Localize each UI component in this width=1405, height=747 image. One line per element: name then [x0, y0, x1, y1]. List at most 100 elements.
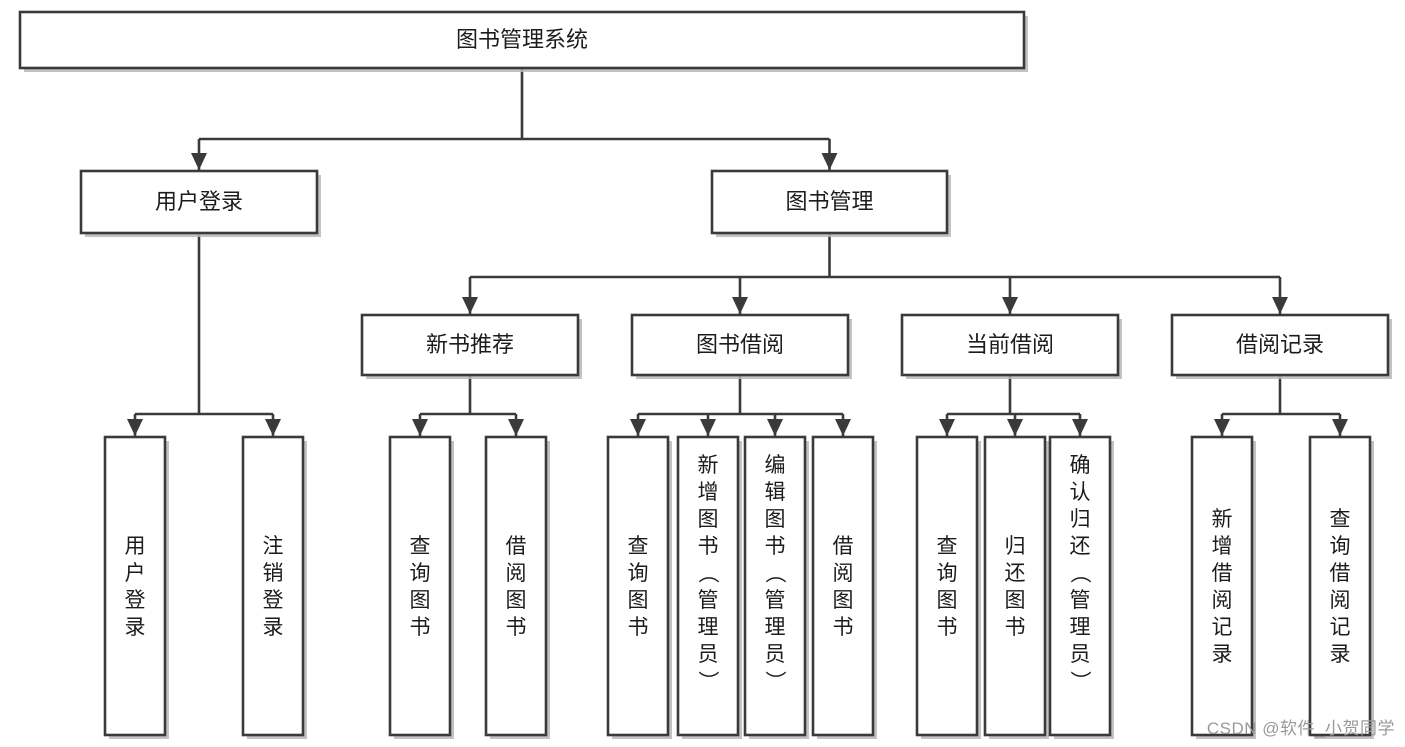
- node-label-char: 辑: [765, 481, 786, 504]
- node-label-char: 阅: [833, 562, 854, 585]
- box-outline: [900, 313, 1120, 377]
- node-label-char: 阅: [1212, 589, 1233, 612]
- node-label-char: 管: [1070, 589, 1091, 612]
- arrow-head-icon: [821, 153, 838, 170]
- box-outline: [1190, 435, 1254, 737]
- node-book-borrow[interactable]: 图书借阅: [630, 313, 852, 379]
- arrow-head-icon: [1272, 297, 1288, 314]
- box-outline: [811, 435, 875, 737]
- node-label-char: 户: [125, 562, 146, 585]
- node-label: 当前借阅: [966, 332, 1054, 357]
- edge-group-new-book-rec: [412, 375, 524, 436]
- arrow-head-icon: [1332, 419, 1348, 436]
- box-outline: [18, 10, 1026, 70]
- node-label-char: 图: [410, 589, 431, 612]
- box-outline: [1308, 435, 1372, 737]
- node-label-char: 查: [937, 535, 958, 558]
- node-label-char: 借: [506, 535, 527, 558]
- node-label-char: 理: [698, 616, 719, 639]
- watermark-text: CSDN @软件_小贺同学: [1206, 719, 1395, 738]
- node-label: 图书借阅: [696, 332, 784, 357]
- node-label-char: 书: [1005, 616, 1026, 639]
- node-label-char: 书: [506, 616, 527, 639]
- node-label-char: 录: [1212, 643, 1233, 666]
- node-label-char: 记: [1330, 616, 1351, 639]
- edge-group-borrow-record: [1214, 375, 1348, 436]
- arrow-head-icon: [1002, 297, 1018, 314]
- node-label-char: 理: [1070, 616, 1091, 639]
- node-label-char: 新: [1212, 508, 1233, 531]
- node-label-char: 还: [1005, 562, 1026, 585]
- edge-group-root: [191, 68, 838, 170]
- edge-group-current-borrow: [939, 375, 1088, 436]
- node-label-char: 书: [937, 616, 958, 639]
- arrow-head-icon: [767, 419, 783, 436]
- node-book-manage[interactable]: 图书管理: [710, 169, 951, 237]
- arrow-head-icon: [508, 419, 524, 436]
- edge-layer: [127, 68, 1348, 436]
- box-outline: [1048, 435, 1112, 737]
- node-leaf-user-login[interactable]: 用户登录: [103, 435, 169, 739]
- node-label-char: 图: [506, 589, 527, 612]
- node-label-char: 录: [1330, 643, 1351, 666]
- node-label-char: 归: [1070, 508, 1091, 531]
- node-label: 用户登录: [155, 189, 243, 214]
- node-new-book-rec[interactable]: 新书推荐: [360, 313, 582, 379]
- node-label-char: 书: [628, 616, 649, 639]
- arrow-head-icon: [939, 419, 955, 436]
- edge-group-user-login: [127, 233, 281, 436]
- node-label-char: 阅: [506, 562, 527, 585]
- arrow-head-icon: [127, 419, 143, 436]
- node-label-char: 询: [410, 562, 431, 585]
- node-label-char: 还: [1070, 535, 1091, 558]
- box-outline: [606, 435, 670, 737]
- node-label-char: 图: [1005, 589, 1026, 612]
- arrow-head-icon: [835, 419, 851, 436]
- node-label-char: 图: [937, 589, 958, 612]
- node-label-char: 确: [1070, 454, 1091, 477]
- node-label-char: 图: [833, 589, 854, 612]
- node-label-char: 录: [263, 616, 284, 639]
- node-current-borrow[interactable]: 当前借阅: [900, 313, 1122, 379]
- node-label-char: ）: [1068, 671, 1091, 692]
- edge-group-book-manage: [462, 233, 1288, 314]
- node-label-char: 查: [410, 535, 431, 558]
- node-label-char: 登: [125, 589, 146, 612]
- node-label-char: （: [1068, 563, 1091, 584]
- node-label-char: 认: [1070, 481, 1091, 504]
- node-label-char: 查: [1330, 508, 1351, 531]
- node-label-char: 图: [765, 508, 786, 531]
- node-label-char: 员: [1070, 643, 1091, 666]
- arrow-head-icon: [412, 419, 428, 436]
- node-label-char: 图: [698, 508, 719, 531]
- box-outline: [983, 435, 1047, 737]
- box-outline: [915, 435, 979, 737]
- node-user-login[interactable]: 用户登录: [79, 169, 321, 237]
- node-label-char: 用: [125, 535, 146, 558]
- node-label-char: ）: [696, 671, 719, 692]
- arrow-head-icon: [732, 297, 748, 314]
- arrow-head-icon: [1214, 419, 1230, 436]
- node-borrow-record[interactable]: 借阅记录: [1170, 313, 1392, 379]
- node-label-char: 编: [765, 454, 786, 477]
- box-outline: [484, 435, 548, 737]
- node-label-char: 登: [263, 589, 284, 612]
- arrow-head-icon: [191, 153, 207, 170]
- node-root-图书管理系统[interactable]: 图书管理系统: [18, 10, 1028, 72]
- node-label-char: 注: [263, 535, 284, 558]
- node-label-char: 书: [698, 535, 719, 558]
- node-label-char: 销: [263, 562, 284, 585]
